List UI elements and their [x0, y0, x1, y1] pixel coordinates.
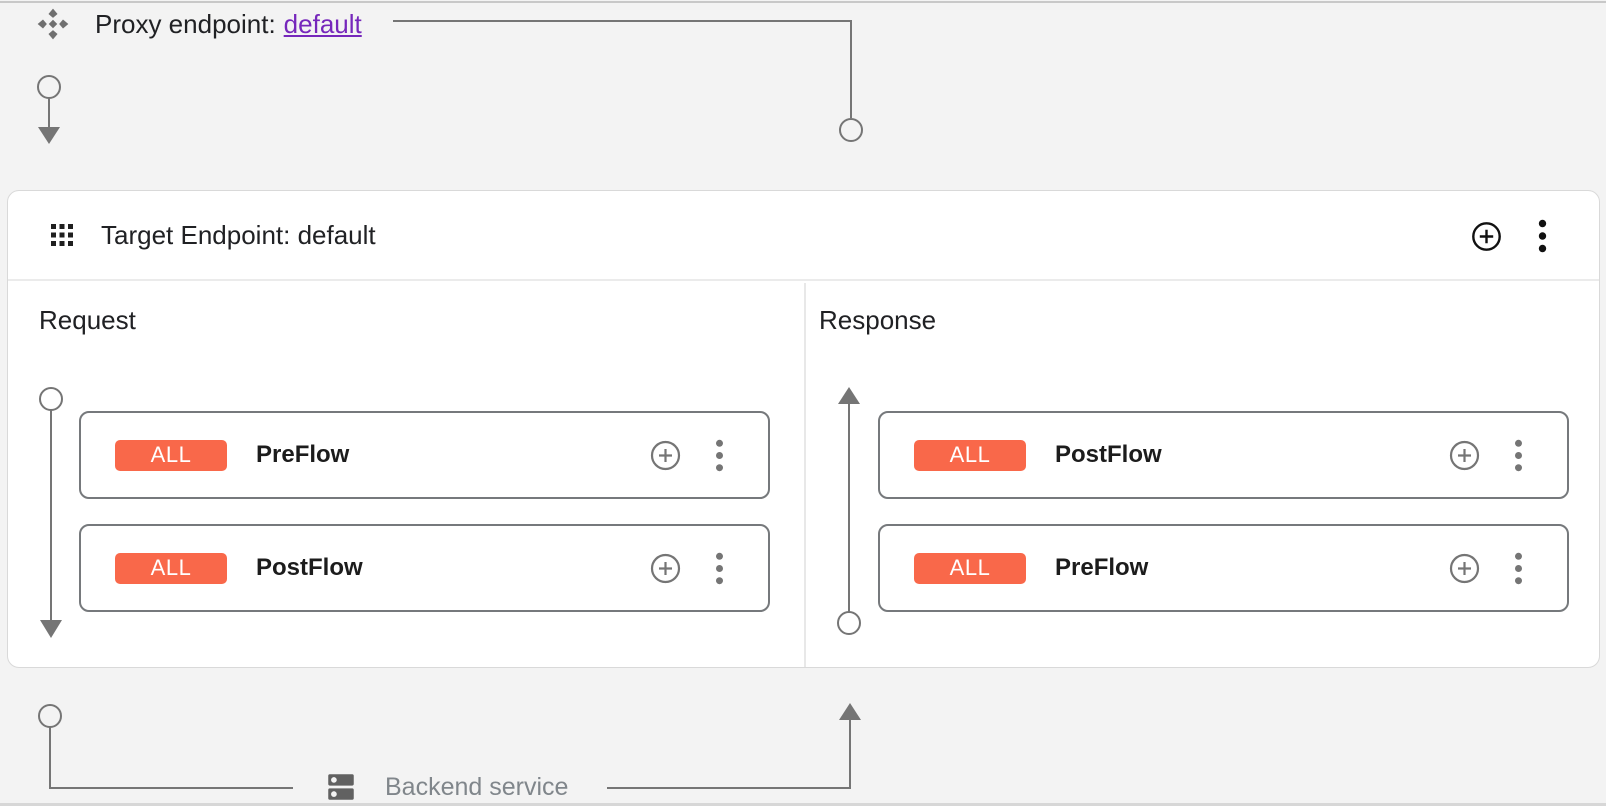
- target-endpoint-title: Target Endpoint: default: [101, 219, 376, 250]
- bottom-divider: [0, 803, 1606, 806]
- backend-service-label: Backend service: [385, 772, 569, 801]
- add-circle-icon: [1449, 440, 1480, 470]
- flow-name: PostFlow: [1055, 441, 1162, 468]
- target-endpoint-menu-button[interactable]: [1538, 219, 1547, 253]
- response-preflow-card[interactable]: ALL PreFlow: [878, 524, 1569, 612]
- flow-name: PostFlow: [256, 554, 363, 581]
- request-to-backend-connector: [38, 704, 293, 789]
- backend-service-node: Backend service: [324, 770, 568, 804]
- flow-name: PreFlow: [1055, 554, 1149, 581]
- add-policy-button[interactable]: [1471, 221, 1502, 252]
- add-circle-icon: [1472, 221, 1501, 251]
- flow-menu-button[interactable]: [715, 552, 724, 585]
- kebab-menu-icon: [1515, 439, 1522, 471]
- add-step-button[interactable]: [650, 440, 681, 471]
- backend-to-response-connector: [607, 703, 861, 789]
- kebab-menu-icon: [1515, 552, 1522, 584]
- flow-name: PreFlow: [256, 441, 350, 468]
- flow-menu-button[interactable]: [1514, 439, 1523, 472]
- top-divider: [0, 1, 1606, 3]
- proxy-to-target-connector: [393, 20, 863, 142]
- add-circle-icon: [1449, 553, 1480, 583]
- kebab-menu-icon: [716, 552, 723, 584]
- inbound-request-connector: [37, 75, 61, 144]
- request-postflow-card[interactable]: ALL PostFlow: [79, 524, 770, 612]
- target-endpoint-card: Target Endpoint: default Request Respons…: [7, 190, 1600, 668]
- kebab-menu-icon: [1538, 219, 1547, 253]
- flow-menu-button[interactable]: [1514, 552, 1523, 585]
- request-panel-label: Request: [39, 305, 136, 335]
- proxy-endpoint-icon: [37, 8, 69, 40]
- add-circle-icon: [650, 440, 681, 470]
- target-endpoint-header: Target Endpoint: default: [8, 191, 1599, 281]
- condition-badge: ALL: [914, 439, 1026, 471]
- proxy-endpoint-row: Proxy endpoint: default: [36, 8, 362, 40]
- condition-badge: ALL: [914, 552, 1026, 584]
- panel-divider: [804, 283, 806, 667]
- kebab-menu-icon: [716, 439, 723, 471]
- request-preflow-card[interactable]: ALL PreFlow: [79, 411, 770, 499]
- add-step-button[interactable]: [650, 553, 681, 584]
- flow-menu-button[interactable]: [715, 439, 724, 472]
- condition-badge: ALL: [115, 439, 227, 471]
- apps-grid-icon: [51, 224, 73, 246]
- response-panel-label: Response: [819, 305, 937, 335]
- dns-server-icon: [328, 774, 354, 800]
- response-postflow-card[interactable]: ALL PostFlow: [878, 411, 1569, 499]
- add-circle-icon: [650, 553, 681, 583]
- add-step-button[interactable]: [1449, 440, 1480, 471]
- add-step-button[interactable]: [1449, 553, 1480, 584]
- proxy-endpoint-label: Proxy endpoint:: [95, 8, 276, 39]
- proxy-endpoint-link[interactable]: default: [283, 8, 362, 39]
- condition-badge: ALL: [115, 552, 227, 584]
